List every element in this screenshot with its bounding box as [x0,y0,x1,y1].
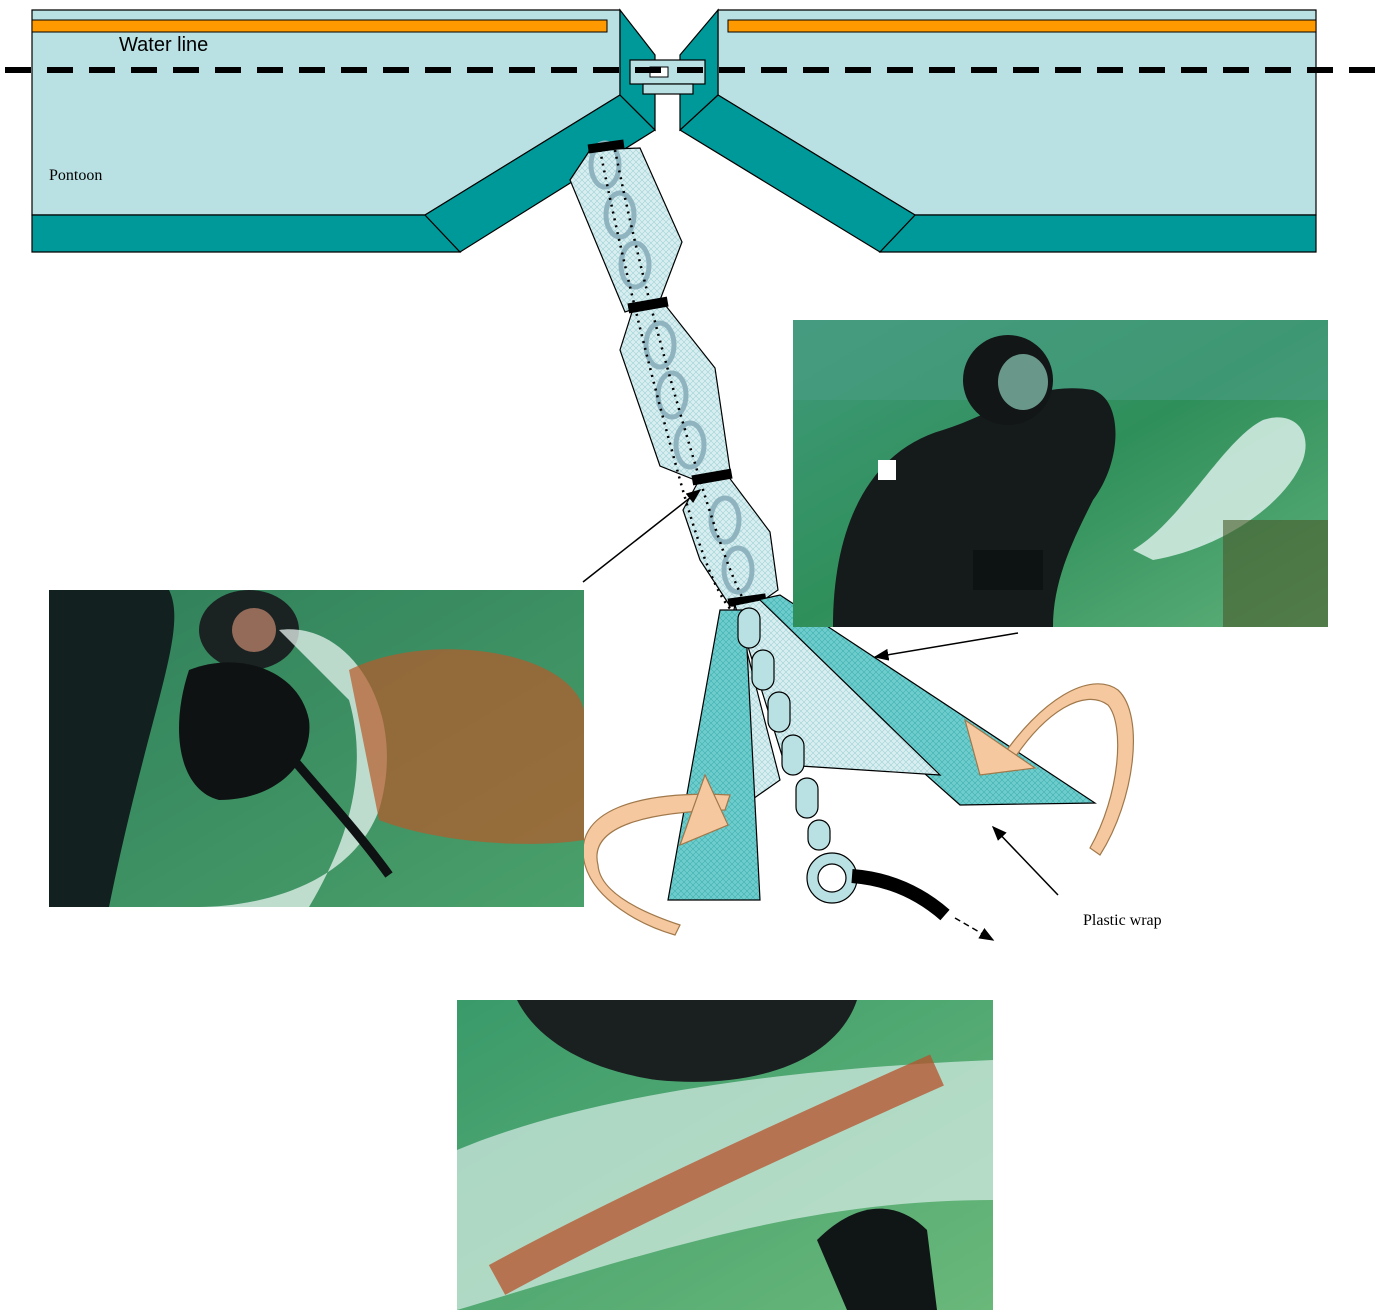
pontoon-right [680,10,1316,252]
diver-photo-left [49,590,584,907]
pointer-arrow-right [875,633,1018,657]
plastic-wrap-label: Plastic wrap [1083,912,1162,930]
wrapped-chain [570,140,778,615]
wrap-segment-2 [620,306,730,482]
strap-right [965,684,1133,855]
diver-photo-bottom [457,1000,993,1310]
diver-photo-right [793,320,1328,627]
pull-rope [852,876,945,915]
plastic-wrap-flaps [668,595,1095,900]
pontoon-left-stripe [32,20,607,32]
wrap-segment-1 [570,148,682,312]
pointer-arrow-wrap [993,827,1058,895]
pontoon-right-stripe [728,20,1316,32]
pull-arrow [955,918,993,940]
pointer-arrow-left [583,490,700,582]
pontoon-label: Pontoon [49,167,102,185]
water-line-label: Water line [119,34,208,57]
